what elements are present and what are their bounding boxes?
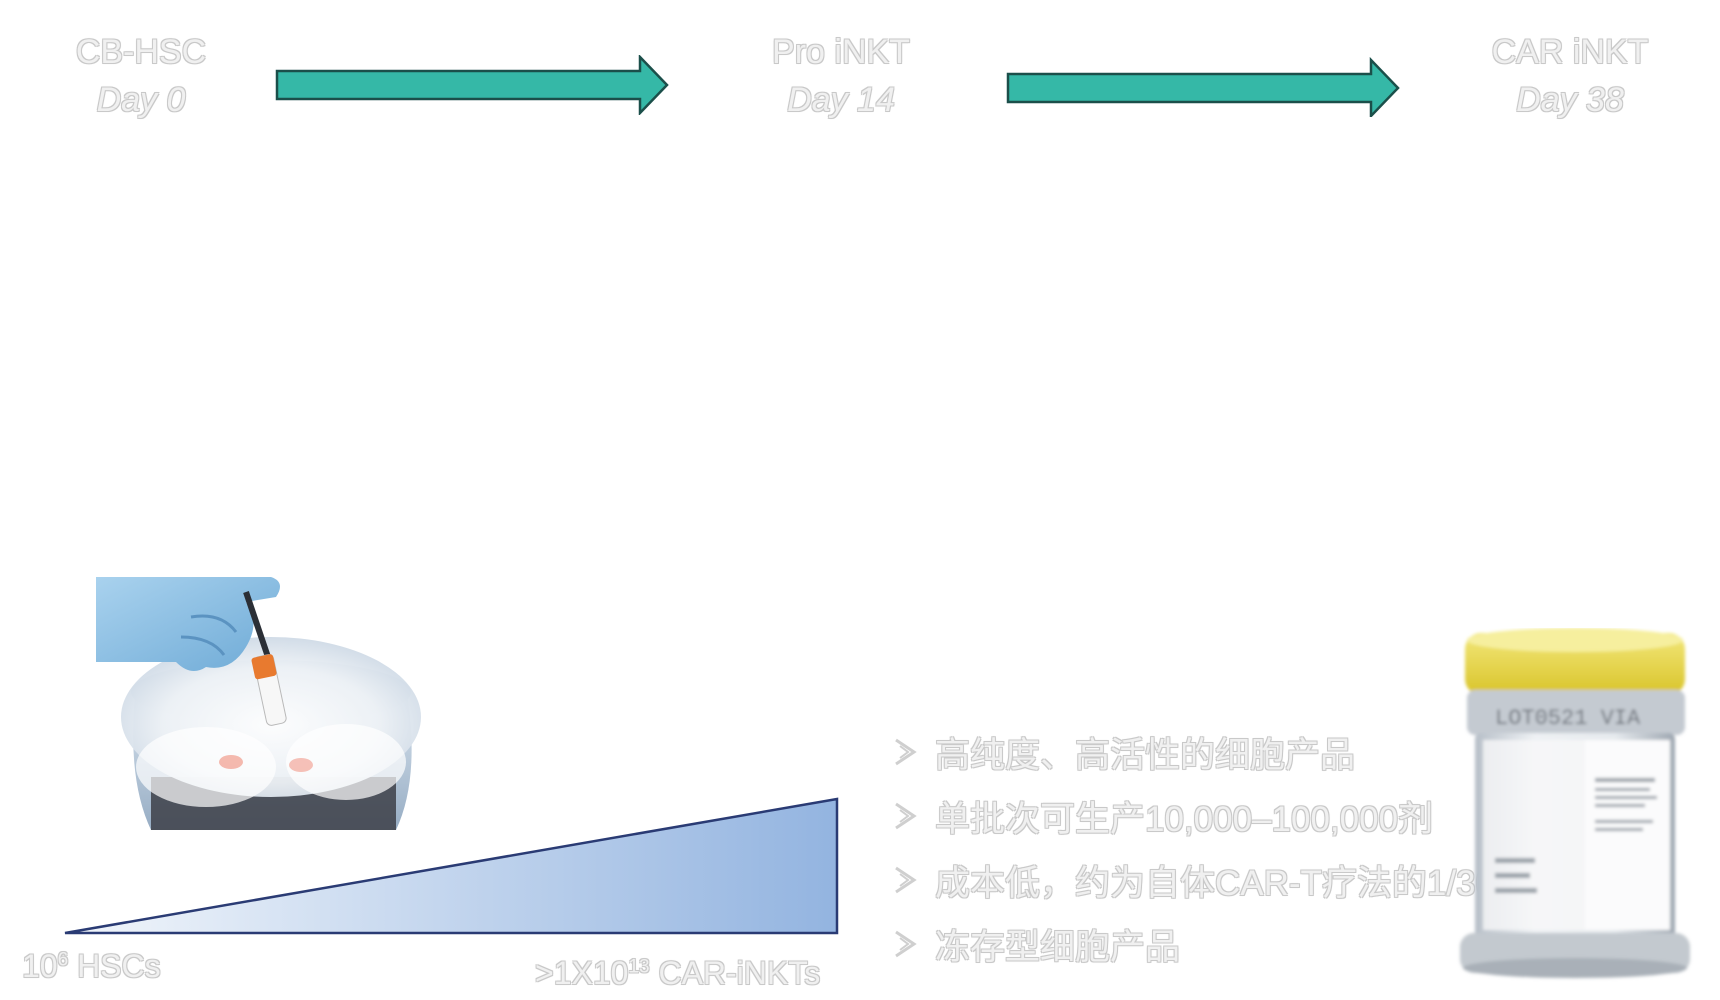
stage-day: Day 38 (1516, 81, 1624, 119)
cryo-vial-photo (96, 577, 421, 835)
feature-text: 成本低，约为自体CAR-T疗法的1/30 (935, 863, 1496, 903)
feature-text: 高纯度、高活性的细胞产品 (935, 735, 1356, 775)
feature-text: 单批次可生产10,000–100,000剂 (935, 799, 1434, 839)
list-item: 单批次可生产10,000–100,000剂 (885, 784, 1485, 848)
feature-list: 高纯度、高活性的细胞产品 单批次可生产10,000–100,000剂 成本低，约… (885, 720, 1495, 976)
stage-name: Pro iNKT (772, 33, 910, 71)
list-item: 成本低，约为自体CAR-T疗法的1/30 (885, 848, 1495, 912)
chevron-right-icon (895, 738, 917, 766)
list-item: 冻存型细胞产品 (885, 912, 1485, 976)
stage-name: CAR iNKT (1491, 33, 1649, 71)
stage-car-inkt: CAR iNKT Day 38 (1440, 28, 1700, 124)
chevron-right-icon (895, 930, 917, 958)
stage-name: CB-HSC (75, 33, 207, 71)
feature-text: 冻存型细胞产品 (935, 927, 1181, 967)
list-item: 高纯度、高活性的细胞产品 (885, 720, 1485, 784)
chevron-right-icon (895, 866, 917, 894)
product-vial-photo: LOT0521 VIA (1455, 628, 1705, 988)
stage-day: Day 14 (787, 81, 895, 119)
scale-start-label: 106 HSCs (22, 948, 161, 984)
chevron-right-icon (895, 802, 917, 830)
arrow-right-icon (1006, 57, 1400, 117)
stage-pro-inkt: Pro iNKT Day 14 (711, 28, 971, 124)
expansion-triangle (64, 797, 839, 935)
stage-cb-hsc: CB-HSC Day 0 (11, 28, 271, 124)
scale-end-label: >1X1013 CAR-iNKTs (535, 955, 821, 991)
stage-day: Day 0 (96, 81, 186, 119)
arrow-right-icon (275, 55, 669, 115)
vial-lot-text: LOT0521 VIA (1495, 706, 1641, 731)
